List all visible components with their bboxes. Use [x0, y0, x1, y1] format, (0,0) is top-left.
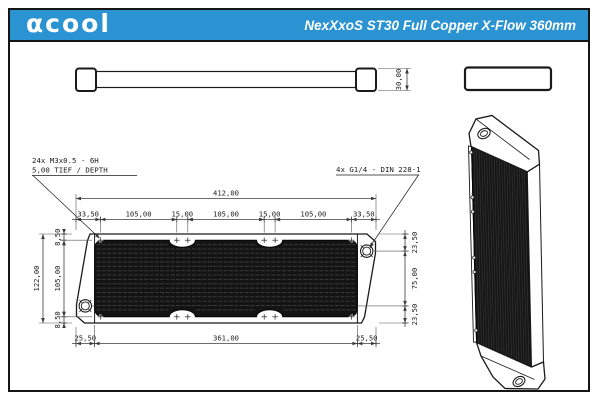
iso-bottom-tank [475, 341, 546, 390]
bottom-chain-label-1: 361,00 [213, 334, 239, 343]
radiator-core [94, 239, 358, 318]
front-view [75, 233, 377, 324]
top-view-left-cap [75, 67, 97, 92]
iso-core-fins [473, 147, 530, 366]
right-port [359, 244, 374, 258]
top-chain-label-5: 105,00 [300, 210, 326, 219]
side-top-view [463, 66, 553, 92]
right-chain-label-0: 23,50 [410, 232, 419, 254]
fan-screw-marks [97, 237, 355, 320]
core-fins [96, 244, 356, 311]
dim-overall-height: 122,00 [32, 266, 41, 292]
top-view-right-cap [355, 67, 377, 92]
top-chain-label-1: 105,00 [126, 210, 152, 219]
top-chain-label-2: 15,00 [171, 210, 193, 219]
title-bar: αcool NexXxoS ST30 Full Copper X-Flow 36… [8, 8, 590, 42]
right-chain-label-2: 23,50 [410, 304, 419, 326]
top-chain-label-0: 33,50 [77, 210, 99, 219]
mounting-threads-callout: 24x M3x0.5 - 6H 5,00 TIEF / DEPTH [32, 156, 137, 239]
bottom-chain-label-2: 25,50 [356, 334, 378, 343]
ports-callout-text: 4x G1/4 - DIN 228-1 [336, 165, 421, 174]
top-chain-label-3: 105,00 [213, 210, 239, 219]
left-chain-label-2: 8,50 [53, 311, 62, 328]
mounting-threads-line1: 24x M3x0.5 - 6H [32, 156, 99, 165]
top-chain-label-4: 15,00 [259, 210, 281, 219]
left-chain-label-0: 8,50 [53, 229, 62, 246]
top-view [75, 67, 377, 92]
dim-top-view-thickness: 30,00 [394, 69, 403, 91]
iso-screw-holes [469, 150, 478, 333]
top-chain-label-6: 33,50 [353, 210, 375, 219]
dim-overall-length: 412,00 [213, 189, 239, 198]
left-port [78, 299, 93, 313]
product-title: NexXxoS ST30 Full Copper X-Flow 360mm [304, 17, 576, 33]
right-chain-label-1: 75,00 [410, 268, 419, 290]
dimension-graphics [39, 68, 411, 348]
mounting-threads-line2: 5,00 TIEF / DEPTH [32, 166, 108, 175]
ports-callout: 4x G1/4 - DIN 228-1 [336, 165, 421, 248]
alphacool-logo: αcool [26, 8, 111, 38]
bottom-chain-label-0: 25,50 [74, 334, 96, 343]
isometric-view [468, 114, 546, 390]
left-chain-label-1: 105,00 [53, 266, 62, 292]
